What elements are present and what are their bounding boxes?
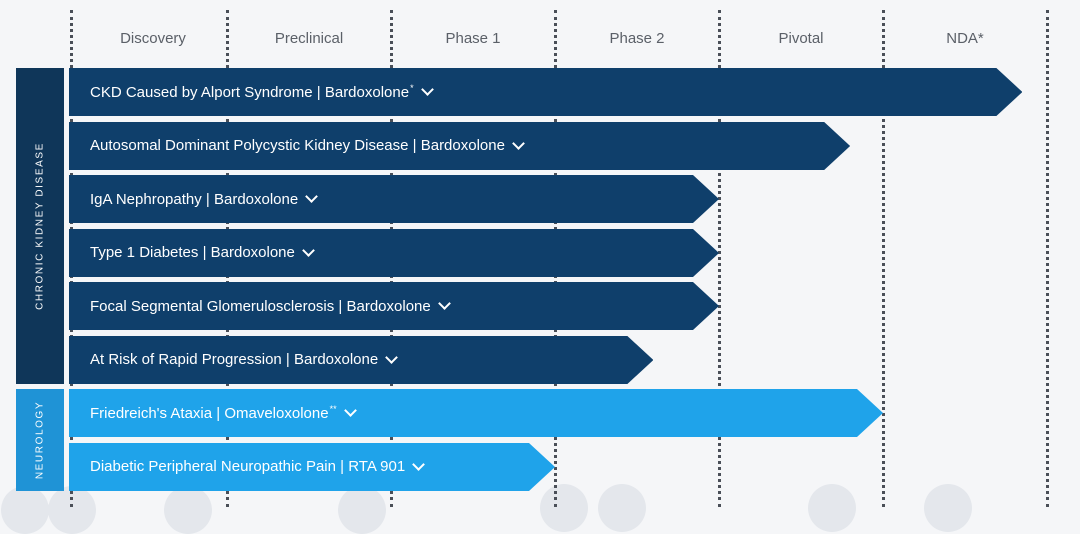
- program-arrow-shape: [69, 282, 719, 330]
- program-compound: Bardoxolone: [213, 190, 299, 208]
- program-footnote-marker: *: [410, 83, 414, 93]
- group-label-text: NEUROLOGY: [34, 400, 46, 479]
- program-indication: Diabetic Peripheral Neuropathic Pain: [90, 458, 336, 475]
- program-arrow: [69, 68, 1023, 116]
- program-bar-type-1-diabetes[interactable]: Type 1 Diabetes | Bardoxolone: [69, 228, 719, 277]
- program-label: Focal Segmental Glomerulosclerosis | Bar…: [90, 282, 451, 330]
- program-arrow-shape: [69, 442, 555, 491]
- phase-divider: [1046, 10, 1049, 507]
- program-separator: |: [408, 137, 421, 154]
- program-arrow-shape: [69, 228, 719, 277]
- background-dot: [164, 486, 212, 534]
- background-dot: [540, 484, 588, 532]
- background-dot: [924, 484, 972, 532]
- program-separator: |: [212, 404, 225, 422]
- program-footnote-marker: **: [329, 404, 337, 414]
- program-indication: At Risk of Rapid Progression: [90, 351, 282, 368]
- program-arrow: [69, 175, 719, 223]
- group-label-text: CHRONIC KIDNEY DISEASE: [34, 141, 46, 310]
- phase-divider: [882, 10, 885, 507]
- program-separator: |: [334, 297, 347, 315]
- phase-divider: [718, 10, 721, 507]
- program-bar-friedreich-s-ataxia[interactable]: Friedreich's Ataxia | Omaveloxolone**: [69, 389, 883, 437]
- program-arrow-shape: [69, 389, 883, 437]
- background-dot: [338, 486, 386, 534]
- program-arrow: [69, 389, 883, 437]
- group-label-neurology: NEUROLOGY: [16, 389, 64, 491]
- program-label: IgA Nephropathy | Bardoxolone: [90, 175, 319, 223]
- chevron-down-icon[interactable]: [385, 350, 399, 364]
- phase-label-phase-2: Phase 2: [609, 30, 665, 47]
- program-compound: Bardoxolone: [346, 297, 431, 315]
- program-arrow: [69, 121, 851, 170]
- program-compound: Omaveloxolone: [224, 404, 329, 422]
- program-label: Diabetic Peripheral Neuropathic Pain | R…: [90, 443, 426, 491]
- background-dot: [598, 484, 646, 532]
- program-indication: Type 1 Diabetes: [90, 244, 199, 261]
- program-bar-diabetic-peripheral-neuropathic-pain[interactable]: Diabetic Peripheral Neuropathic Pain | R…: [69, 442, 555, 491]
- chevron-down-icon[interactable]: [305, 190, 319, 203]
- chevron-down-icon[interactable]: [302, 243, 315, 257]
- program-separator: |: [312, 83, 325, 101]
- program-label: Friedreich's Ataxia | Omaveloxolone**: [90, 389, 357, 437]
- background-dot: [808, 484, 856, 532]
- program-label: At Risk of Rapid Progression | Bardoxolo…: [90, 336, 399, 384]
- program-separator: |: [281, 351, 294, 368]
- chevron-down-icon[interactable]: [437, 297, 451, 310]
- program-separator: |: [335, 458, 349, 475]
- chevron-down-icon[interactable]: [512, 136, 525, 150]
- program-bar-iga-nephropathy[interactable]: IgA Nephropathy | Bardoxolone: [69, 175, 719, 223]
- program-arrow-shape: [69, 68, 1023, 116]
- program-indication: Friedreich's Ataxia: [90, 404, 213, 422]
- program-arrow: [69, 282, 719, 330]
- chevron-down-icon[interactable]: [343, 404, 357, 417]
- phase-label-pivotal: Pivotal: [778, 30, 824, 47]
- program-arrow: [69, 442, 555, 491]
- program-label: Autosomal Dominant Polycystic Kidney Dis…: [90, 122, 525, 170]
- program-indication: CKD Caused by Alport Syndrome: [90, 83, 313, 101]
- program-indication: Focal Segmental Glomerulosclerosis: [90, 297, 335, 315]
- phase-label-nda: NDA*: [946, 30, 984, 47]
- program-bar-at-risk-of-rapid-progression[interactable]: At Risk of Rapid Progression | Bardoxolo…: [69, 335, 654, 384]
- group-label-chronic-kidney-disease: CHRONIC KIDNEY DISEASE: [16, 68, 64, 384]
- program-compound: Bardoxolone: [324, 83, 410, 101]
- program-label: CKD Caused by Alport Syndrome | Bardoxol…: [90, 68, 434, 116]
- program-arrow-shape: [69, 121, 851, 170]
- background-dot: [1, 486, 49, 534]
- program-compound: Bardoxolone: [293, 351, 379, 368]
- chevron-down-icon[interactable]: [412, 457, 426, 471]
- program-compound: Bardoxolone: [420, 137, 505, 154]
- phase-label-preclinical: Preclinical: [274, 30, 344, 47]
- phase-label-discovery: Discovery: [120, 30, 186, 47]
- chevron-down-icon[interactable]: [420, 83, 434, 96]
- program-compound: Bardoxolone: [210, 244, 295, 261]
- program-indication: IgA Nephropathy: [90, 190, 202, 208]
- program-arrow: [69, 335, 654, 384]
- program-arrow-shape: [69, 335, 654, 384]
- program-indication: Autosomal Dominant Polycystic Kidney Dis…: [90, 137, 409, 154]
- program-separator: |: [198, 244, 211, 261]
- phase-label-phase-1: Phase 1: [445, 30, 501, 47]
- program-arrow: [69, 228, 719, 277]
- program-separator: |: [201, 190, 214, 208]
- program-arrow-shape: [69, 175, 719, 223]
- program-bar-autosomal-dominant-polycystic-kidney-disease[interactable]: Autosomal Dominant Polycystic Kidney Dis…: [69, 121, 851, 170]
- program-compound: RTA 901: [348, 458, 406, 475]
- program-bar-ckd-caused-by-alport-syndrome[interactable]: CKD Caused by Alport Syndrome | Bardoxol…: [69, 68, 1023, 116]
- program-bar-focal-segmental-glomerulosclerosis[interactable]: Focal Segmental Glomerulosclerosis | Bar…: [69, 282, 719, 330]
- pipeline-chart: Discovery Preclinical Phase 1 Phase 2 Pi…: [1, 10, 1049, 534]
- program-label: Type 1 Diabetes | Bardoxolone: [90, 229, 315, 277]
